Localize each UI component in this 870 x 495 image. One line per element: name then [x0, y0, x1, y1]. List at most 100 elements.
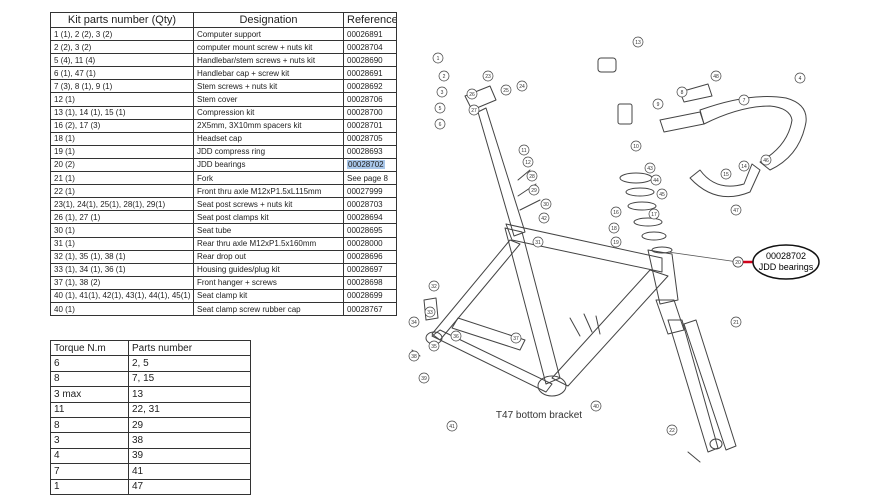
- part-bubble: [794, 72, 806, 84]
- part-bubble: [630, 140, 642, 152]
- header-torque: Torque N.m: [50, 339, 129, 357]
- part-bubble: [632, 36, 644, 48]
- parts-number-cell: 38: [128, 432, 251, 449]
- parts-number-cell: 22, 31: [128, 401, 251, 418]
- bottom-bracket-caption: T47 bottom bracket: [496, 410, 582, 421]
- part-bubble: [644, 162, 656, 174]
- part-bubble: [408, 350, 420, 362]
- part-number-label: 3: [441, 90, 444, 96]
- torque-value-cell: 3: [50, 432, 129, 449]
- part-number-label: 7: [743, 98, 746, 104]
- part-number-label: 24: [519, 84, 525, 90]
- spacer-2: [627, 201, 657, 211]
- part-number-label: 27: [471, 108, 477, 114]
- part-bubble: [610, 206, 622, 218]
- part-bubble: [436, 86, 448, 98]
- part-number-label: 17: [651, 212, 657, 218]
- part-number-label: 5: [439, 106, 442, 112]
- part-bubble: [528, 184, 540, 196]
- part-bubble: [676, 86, 688, 98]
- part-bubble: [518, 144, 530, 156]
- part-number-label: 20: [735, 260, 741, 266]
- compress-ring: [641, 231, 667, 241]
- part-number-label: 21: [733, 320, 739, 326]
- part-number-label: 35: [431, 344, 437, 350]
- part-number-label: 6: [439, 122, 442, 128]
- part-bubble: [450, 330, 462, 342]
- part-bubble: [428, 340, 440, 352]
- part-bubble: [516, 80, 528, 92]
- part-bubble: [500, 84, 512, 96]
- part-number-label: 32: [431, 284, 437, 290]
- part-number-label: 37: [513, 336, 519, 342]
- part-number-label: 39: [421, 376, 427, 382]
- kit-parts-table: Kit parts number (Qty) Designation Refer…: [50, 12, 397, 317]
- down-tube: [551, 269, 669, 387]
- parts-number-cell: 7, 15: [128, 370, 251, 388]
- part-bubble: [652, 98, 664, 110]
- part-number-label: 19: [613, 240, 619, 246]
- part-number-label: 38: [411, 354, 417, 360]
- torque-value-cell: 3 max: [50, 386, 129, 403]
- computer-support: [597, 57, 617, 73]
- part-bubble: [432, 52, 444, 64]
- table-row: 40 (1), 41(1), 42(1), 43(1), 44(1), 45(1…: [50, 288, 397, 303]
- spacer-1: [625, 187, 655, 197]
- part-number-label: 8: [681, 90, 684, 96]
- fork-dropout: [709, 438, 723, 450]
- part-bubble: [522, 156, 534, 168]
- part-bubble: [526, 170, 538, 182]
- parts-number-cell: 29: [128, 416, 251, 434]
- part-bubble: [760, 154, 772, 166]
- part-number-label: 28: [529, 174, 535, 180]
- jdd-bearing: [651, 246, 673, 254]
- part-number-label: 10: [633, 144, 639, 150]
- fork-steerer: [655, 299, 685, 335]
- part-number-label: 23: [485, 74, 491, 80]
- part-bubble: [650, 174, 662, 186]
- part-number-label: 16: [613, 210, 619, 216]
- seat-post-head: [464, 85, 497, 111]
- torque-value-cell: 8: [50, 370, 129, 388]
- part-number-label: 4: [799, 76, 802, 82]
- part-number-label: 47: [733, 208, 739, 214]
- reference-cell: 00028696: [343, 249, 397, 264]
- part-number-label: 2: [443, 74, 446, 80]
- part-number-label: 14: [741, 164, 747, 170]
- part-bubble: [424, 306, 436, 318]
- part-bubble: [434, 118, 446, 130]
- parts-number-cell: 2, 5: [128, 355, 251, 372]
- part-bubble: [428, 280, 440, 292]
- fork-leg-left: [667, 319, 719, 453]
- part-number-label: 33: [427, 310, 433, 316]
- part-number-label: 22: [669, 428, 675, 434]
- part-number-label: 26: [469, 92, 475, 98]
- part-bubble: [666, 424, 678, 436]
- stem: [659, 111, 705, 133]
- seat-post: [477, 107, 526, 237]
- part-number-label: 46: [763, 158, 769, 164]
- part-number-label: 31: [535, 240, 541, 246]
- part-number-label: 30: [543, 202, 549, 208]
- part-bubble: [720, 168, 732, 180]
- thru-axle: [411, 349, 701, 463]
- table-row: 2 (2), 3 (2)computer mount screw + nuts …: [50, 40, 397, 55]
- parts-number-cell: 13: [128, 386, 251, 403]
- part-number-label: 48: [713, 74, 719, 80]
- reference-cell: 00028692: [343, 79, 397, 94]
- parts-number-cell: 39: [128, 447, 251, 465]
